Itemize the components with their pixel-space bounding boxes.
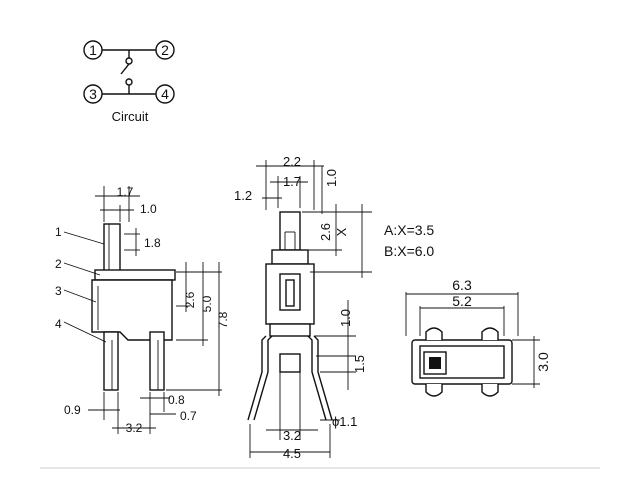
dim-left-lead: 0.9	[64, 403, 81, 417]
dim-travel-x: X	[334, 227, 349, 236]
callout-3: 3	[55, 284, 62, 298]
top-view: 6.3 5.2 3.0	[405, 277, 551, 397]
right-lead	[149, 331, 165, 391]
dim-outer-w: 6.3	[452, 277, 472, 293]
dim-body-h2: 5.0	[200, 295, 214, 312]
dim-height: 3.0	[535, 352, 551, 372]
dim-travel: 2.6	[318, 223, 333, 241]
dim-cap-left: 1.2	[234, 188, 252, 203]
dim-lead-w2: 0.7	[180, 409, 197, 423]
dim-lead-w1: 0.8	[168, 393, 185, 407]
left-lead	[103, 331, 119, 391]
dim-hole-dia: ϕ1.1	[332, 414, 357, 429]
body	[91, 279, 173, 341]
callout-4: 4	[55, 317, 62, 331]
circuit-diagram: 1 2 3 4 Circuit	[83, 40, 175, 124]
callout-2: 2	[55, 257, 62, 271]
left-bent-lead	[247, 335, 267, 421]
dim-overall-h: 7.8	[216, 311, 230, 328]
note-a: A:X=3.5	[384, 222, 434, 238]
front-view: 2.2 1.7 1.2 1.0 2.6 X A:X=3.5 B:X=6.0 1.…	[234, 154, 434, 461]
dim-body-h1: 2.6	[183, 291, 197, 308]
side-view: 1 2 3 4 1.7 1.0 1.8 2.6 5.0 7.8	[55, 185, 230, 435]
switch-contact	[120, 63, 130, 75]
dim-lead-step: 1.5	[352, 355, 367, 373]
callout-1: 1	[55, 225, 62, 239]
dim-cap-width: 2.2	[283, 154, 301, 169]
pin-1-label: 1	[89, 42, 97, 58]
hole	[279, 353, 301, 373]
stem	[103, 223, 121, 273]
dim-pitch: 3.2	[283, 428, 301, 443]
dim-inner-w: 5.2	[452, 293, 472, 309]
pin-2-label: 2	[161, 42, 169, 58]
dim-lead-len: 1.0	[338, 309, 353, 327]
dim-pin-gap: 1.0	[140, 202, 157, 216]
pin-3-label: 3	[89, 86, 97, 102]
dim-stem-height: 1.8	[144, 236, 161, 250]
actuator	[279, 211, 301, 251]
dim-width: 4.5	[283, 446, 301, 461]
pin-4-label: 4	[161, 86, 169, 102]
note-b: B:X=6.0	[384, 243, 434, 259]
dim-top-width: 1.7	[117, 185, 134, 199]
dim-cap-inner: 1.7	[283, 174, 301, 189]
dim-cap-top: 1.0	[324, 169, 339, 187]
top-plate	[94, 269, 176, 281]
dim-bottom-pitch: 3.2	[126, 421, 143, 435]
circuit-label: Circuit	[112, 109, 149, 124]
